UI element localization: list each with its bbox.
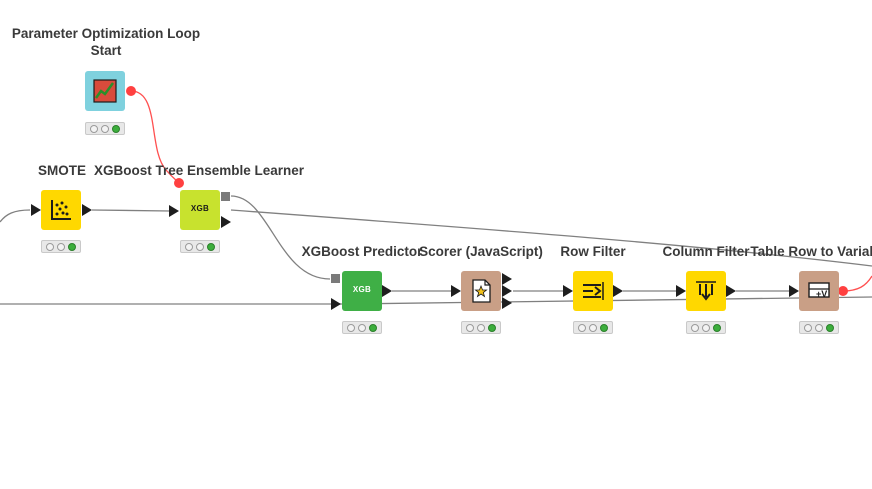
status-dot-executed [826, 324, 834, 332]
xgb-predictor-data-input-port[interactable] [331, 298, 341, 310]
loop-start-flow-variable-port[interactable] [126, 86, 136, 96]
scorer-document-icon[interactable] [461, 271, 501, 311]
status-dot-executed [68, 243, 76, 251]
xgb-learner-model-output-port[interactable] [221, 192, 230, 201]
status-dot-idle [347, 324, 355, 332]
status-dot-executed [207, 243, 215, 251]
node-label: Column Filter [662, 244, 750, 259]
scorer-output-port-3[interactable] [502, 297, 512, 309]
status-dot-idle [691, 324, 699, 332]
table-row-flow-variable-port[interactable] [838, 286, 848, 296]
xgb-icon-text: XGB [190, 204, 210, 213]
status-dot-idle [358, 324, 366, 332]
status-dot-idle [90, 125, 98, 133]
status-dot-idle [477, 324, 485, 332]
column-filter-icon[interactable] [686, 271, 726, 311]
xgb-learner-input-port[interactable] [169, 205, 179, 217]
node-status-traffic-light [180, 240, 220, 253]
status-dot-idle [804, 324, 812, 332]
scorer-output-port-1[interactable] [502, 273, 512, 285]
xgb-predictor-output-port[interactable] [382, 285, 392, 297]
loop-start-chart-icon[interactable] [85, 71, 125, 111]
status-dot-idle [185, 243, 193, 251]
connection-input-to-smote[interactable] [0, 209, 31, 223]
status-dot-idle [466, 324, 474, 332]
row-filter-output-port[interactable] [613, 285, 623, 297]
node-label: Table Row to Variab [750, 244, 872, 259]
scorer-output-port-2[interactable] [502, 285, 512, 297]
node-status-traffic-light [41, 240, 81, 253]
column-filter-input-port[interactable] [676, 285, 686, 297]
node-label: SMOTE [37, 163, 87, 178]
node-label: Row Filter [560, 244, 626, 259]
table-row-input-port[interactable] [789, 285, 799, 297]
scorer-input-port[interactable] [451, 285, 461, 297]
node-label: Scorer (JavaScript) [419, 244, 543, 259]
status-dot-idle [815, 324, 823, 332]
smote-output-port[interactable] [82, 204, 92, 216]
node-label: XGBoost Tree Ensemble Learner [93, 163, 305, 178]
node-label: Parameter Optimization Loop Start [12, 25, 200, 59]
xgb-learner-flow-variable-port[interactable] [174, 178, 184, 188]
node-status-traffic-light [85, 122, 125, 135]
svg-text:+V: +V [816, 289, 827, 299]
connection-xgb-learner-to-predictor[interactable] [230, 195, 331, 280]
xgb-predictor-icon[interactable]: XGB [342, 271, 382, 311]
status-dot-executed [112, 125, 120, 133]
node-status-traffic-light [573, 321, 613, 334]
connection-xgb-learner-model-out-long[interactable] [230, 209, 872, 267]
status-dot-idle [196, 243, 204, 251]
connection-smote-to-xgb-learner[interactable] [91, 209, 171, 212]
table-row-variable-icon[interactable]: +V [799, 271, 839, 311]
status-dot-idle [101, 125, 109, 133]
status-dot-executed [488, 324, 496, 332]
node-label-line-2: Start [90, 43, 122, 58]
status-dot-idle [702, 324, 710, 332]
node-status-traffic-light [342, 321, 382, 334]
node-label-line-1: Parameter Optimization Loop [11, 26, 201, 41]
status-dot-executed [600, 324, 608, 332]
column-filter-output-port[interactable] [726, 285, 736, 297]
node-status-traffic-light [461, 321, 501, 334]
status-dot-idle [589, 324, 597, 332]
row-filter-input-port[interactable] [563, 285, 573, 297]
xgb-learner-data-output-port[interactable] [221, 216, 231, 228]
status-dot-executed [713, 324, 721, 332]
node-status-traffic-light [799, 321, 839, 334]
smote-input-port[interactable] [31, 204, 41, 216]
xgb-learner-icon[interactable]: XGB [180, 190, 220, 230]
scatter-dots-icon[interactable] [41, 190, 81, 230]
node-status-traffic-light [686, 321, 726, 334]
xgb-predictor-model-input-port[interactable] [331, 274, 340, 283]
xgb-icon-text: XGB [352, 285, 372, 294]
status-dot-idle [46, 243, 54, 251]
status-dot-idle [57, 243, 65, 251]
node-label: XGBoost Predictor [301, 244, 423, 259]
status-dot-executed [369, 324, 377, 332]
status-dot-idle [578, 324, 586, 332]
row-filter-icon[interactable] [573, 271, 613, 311]
